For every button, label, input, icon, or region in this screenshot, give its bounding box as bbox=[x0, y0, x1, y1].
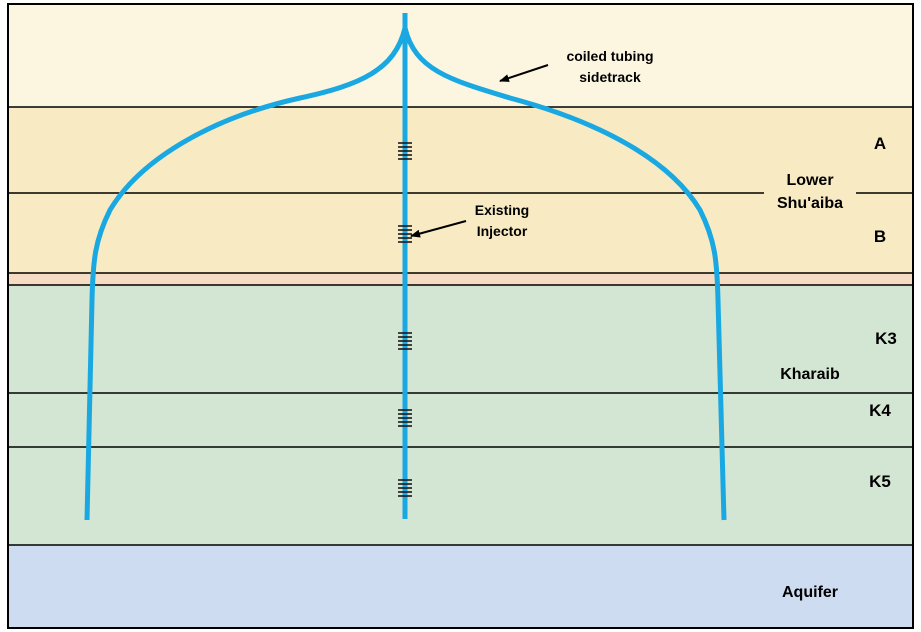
perforation-marker-icon bbox=[398, 409, 412, 427]
perforation-marker-icon bbox=[398, 332, 412, 350]
zone-k3-label: K3 bbox=[875, 329, 897, 348]
kharaib-layer bbox=[8, 285, 913, 545]
zone-k5-label: K5 bbox=[869, 472, 891, 491]
zone-k4-label: K4 bbox=[869, 401, 891, 420]
perforation-marker-icon bbox=[398, 479, 412, 497]
aquifer-layer bbox=[8, 545, 913, 628]
coiled-tubing-label-line2: sidetrack bbox=[579, 69, 641, 85]
diagram-border bbox=[7, 3, 914, 629]
right-sidetrack-well bbox=[402, 27, 727, 521]
wells bbox=[84, 13, 727, 521]
lower-shuaiba-layer bbox=[8, 107, 913, 273]
lower-shuaiba-label-line2: Shu'aiba bbox=[777, 195, 843, 212]
lower-shuaiba-label-line1: Lower bbox=[786, 172, 833, 189]
aquifer-label: Aquifer bbox=[782, 584, 838, 601]
injector-arrow-icon bbox=[410, 220, 467, 238]
layer-boundaries bbox=[8, 106, 913, 546]
existing-injector-label-line2: Injector bbox=[477, 223, 528, 239]
thin-transition-layer bbox=[8, 273, 913, 285]
perforation-marker-icon bbox=[398, 225, 412, 243]
coiled-tubing-arrow-icon bbox=[499, 64, 549, 82]
coiled-tubing-label-line1: coiled tubing bbox=[566, 48, 653, 64]
surface-layer bbox=[8, 4, 913, 107]
kharaib-label: Kharaib bbox=[780, 366, 840, 383]
zone-a-label: A bbox=[874, 134, 886, 153]
existing-injector-label-line1: Existing bbox=[475, 202, 529, 218]
left-sidetrack-well bbox=[84, 27, 408, 521]
zone-b-label: B bbox=[874, 227, 886, 246]
perforation-marker-icon bbox=[398, 142, 412, 160]
